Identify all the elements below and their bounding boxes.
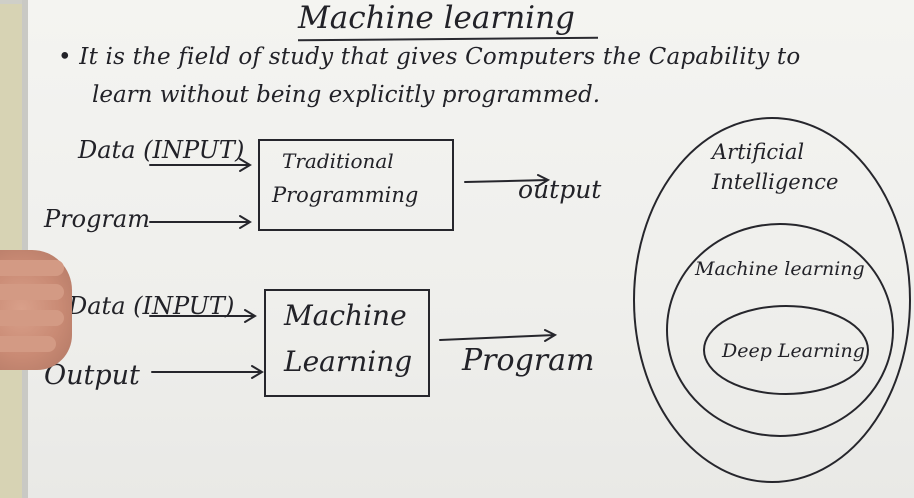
ml-circle-label: Machine learning — [695, 258, 865, 280]
machine-learning-box: Machine Learning — [264, 289, 430, 397]
dl-circle-label: Deep Learning — [722, 340, 865, 362]
ai-label-line1: Artificial — [712, 140, 805, 164]
ml-input-data: Data (INPUT) — [68, 292, 235, 320]
arrow-traditional-to-output — [464, 174, 551, 187]
ai-circle — [633, 117, 911, 483]
traditional-box-line1: Traditional — [282, 149, 394, 173]
traditional-box-line2: Programming — [272, 183, 419, 207]
definition-line-1: • It is the field of study that gives Co… — [58, 44, 801, 70]
finger — [0, 284, 64, 300]
arrow-ml-to-program — [439, 329, 558, 342]
finger — [0, 260, 64, 276]
board-title: Machine learning — [298, 0, 575, 36]
whiteboard — [22, 0, 914, 498]
ml-box-line2: Learning — [284, 345, 413, 378]
traditional-input-data: Data (INPUT) — [78, 136, 245, 164]
finger — [0, 310, 64, 326]
ml-input-output: Output — [44, 360, 140, 391]
ml-circle — [666, 223, 894, 437]
traditional-input-program: Program — [44, 205, 150, 233]
arrow-program-to-traditional — [149, 215, 252, 229]
traditional-programming-box: Traditional Programming — [258, 139, 454, 231]
definition-line-2: learn without being explicitly programme… — [92, 82, 601, 108]
arrow-data-to-ml — [149, 309, 257, 323]
arrow-data-to-traditional — [149, 158, 252, 172]
ai-label-line2: Intelligence — [712, 170, 839, 194]
dl-circle — [703, 305, 869, 395]
arrow-output-to-ml — [151, 365, 264, 379]
traditional-result-output: output — [518, 175, 602, 204]
presenter-hand — [0, 250, 72, 370]
ml-result-program: Program — [462, 343, 595, 378]
finger — [0, 336, 56, 352]
ml-box-line1: Machine — [284, 299, 407, 332]
